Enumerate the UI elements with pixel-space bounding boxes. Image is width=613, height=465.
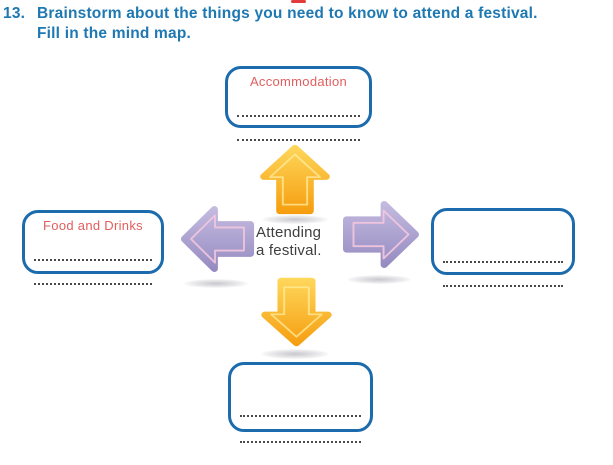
- exercise-instructions: Brainstorm about the things you need to …: [37, 4, 611, 44]
- center-topic-line-1: Attending: [256, 224, 322, 241]
- answer-blank[interactable]: [34, 237, 152, 261]
- mindmap-center-topic: Attending a festival.: [256, 224, 346, 260]
- exercise-title: 13. Brainstorm about the things you need…: [3, 4, 611, 44]
- answer-blank[interactable]: [240, 391, 361, 417]
- arrow-right-icon: [341, 196, 421, 273]
- instruction-line-2: Fill in the mind map.: [37, 25, 192, 42]
- answer-blank[interactable]: [443, 263, 563, 287]
- arrow-left-icon: [179, 201, 256, 277]
- answer-blank[interactable]: [240, 417, 361, 443]
- center-topic-line-2: a festival.: [256, 242, 322, 259]
- instruction-line-1: Brainstorm about the things you need to …: [37, 5, 538, 22]
- arrow-down-icon: [256, 276, 337, 348]
- mindmap-node-accommodation: Accommodation: [225, 66, 372, 141]
- mindmap-node-bottom-empty: [228, 362, 373, 443]
- cropped-text-artifact: [291, 0, 306, 3]
- node-label-empty: [443, 213, 563, 239]
- answer-blank[interactable]: [443, 239, 563, 263]
- mindmap-node-right-empty: [431, 208, 575, 287]
- answer-blank[interactable]: [237, 93, 360, 117]
- arrow-shadow: [347, 275, 411, 284]
- mindmap-node-food-and-drinks: Food and Drinks: [22, 210, 164, 285]
- answer-blank[interactable]: [34, 261, 152, 285]
- arrow-shadow: [184, 279, 248, 288]
- arrow-shadow: [262, 215, 328, 224]
- node-label-empty: [240, 367, 361, 391]
- node-label-accommodation: Accommodation: [249, 74, 348, 89]
- arrow-up-icon: [255, 143, 335, 216]
- answer-blank[interactable]: [237, 117, 360, 141]
- exercise-number: 13.: [3, 5, 26, 22]
- node-label-food-and-drinks: Food and Drinks: [43, 218, 143, 233]
- arrow-shadow: [261, 349, 329, 359]
